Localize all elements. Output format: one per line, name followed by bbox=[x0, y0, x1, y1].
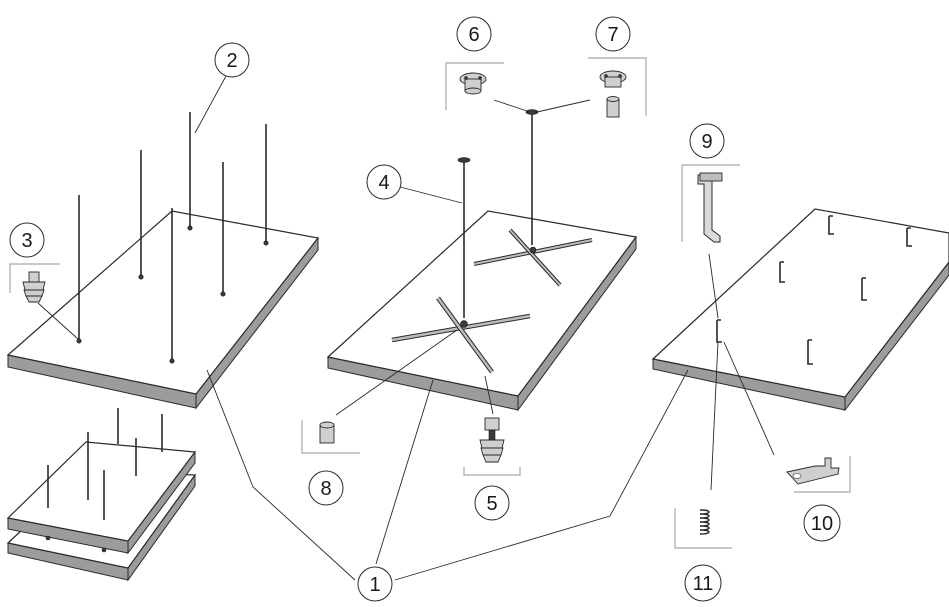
right-ceiling-panel bbox=[651, 208, 949, 412]
callout-3-label: 3 bbox=[21, 230, 32, 252]
callout-9: 9 bbox=[689, 123, 725, 159]
callout-4-label: 4 bbox=[378, 172, 389, 194]
right-panel-spring-brackets bbox=[716, 215, 912, 365]
callout-9-label: 9 bbox=[701, 131, 712, 153]
part-8-connector bbox=[301, 329, 458, 454]
part-10-clip bbox=[723, 341, 851, 493]
callout-11-label: 11 bbox=[693, 573, 714, 595]
left-panel-hanger-rods bbox=[76, 112, 269, 364]
left-ceiling-panel bbox=[6, 210, 320, 410]
part-9-hanger-bracket bbox=[681, 164, 740, 319]
callout-5: 5 bbox=[474, 485, 510, 521]
callout-4: 4 bbox=[366, 164, 402, 200]
callout-7: 7 bbox=[595, 16, 631, 52]
callout-1: 1 bbox=[357, 566, 393, 602]
middle-panel-cross-frames bbox=[391, 109, 593, 374]
part-7-ceiling-fitting bbox=[536, 57, 647, 118]
callout-6-label: 6 bbox=[468, 24, 479, 46]
callout-2: 2 bbox=[214, 42, 250, 78]
callout-3: 3 bbox=[9, 222, 45, 258]
part-6-ceiling-fitting bbox=[445, 62, 531, 113]
stacked-panels bbox=[6, 408, 197, 582]
callout-8-label: 8 bbox=[320, 478, 331, 500]
callout-11: 11 bbox=[684, 564, 722, 602]
callout-7-label: 7 bbox=[607, 24, 618, 46]
callout-10-label: 10 bbox=[811, 513, 833, 535]
callout-5-label: 5 bbox=[486, 493, 497, 515]
callout-6: 6 bbox=[456, 16, 492, 52]
callout-1-label: 1 bbox=[369, 574, 380, 596]
part-3-anchor bbox=[9, 263, 79, 340]
callout-1-leaders bbox=[206, 369, 689, 581]
middle-ceiling-panel bbox=[326, 210, 638, 412]
callout-2-label: 2 bbox=[226, 50, 237, 72]
part-5-anchor bbox=[463, 375, 521, 476]
callout-8: 8 bbox=[308, 470, 344, 506]
callout-10: 10 bbox=[803, 504, 841, 542]
part-11-spring bbox=[674, 341, 732, 549]
